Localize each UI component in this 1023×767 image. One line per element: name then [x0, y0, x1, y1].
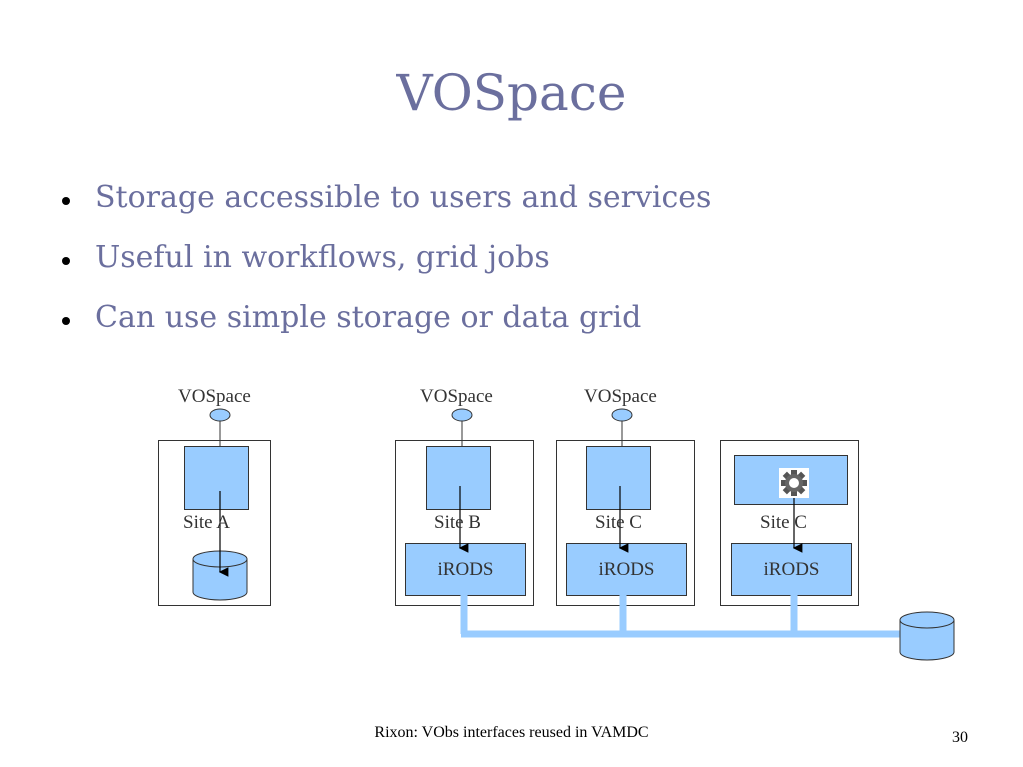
gear-icon: [779, 468, 809, 498]
site-label: Site C: [760, 512, 807, 533]
vospace-endpoint-icon: [209, 408, 231, 422]
bullet-text: Useful in workflows, grid jobs: [95, 240, 550, 275]
bullet-dot-icon: [62, 257, 70, 265]
page-number: 30: [952, 729, 968, 746]
site-b-service-box: [426, 446, 491, 510]
irods-box-c2: iRODS: [731, 543, 852, 596]
vospace-label: VOSpace: [584, 386, 657, 407]
slide-footer: Rixon: VObs interfaces reused in VAMDC: [374, 724, 649, 741]
grid-storage-icon: [899, 611, 955, 661]
data-grid-bus: [460, 594, 902, 638]
site-label: Site A: [183, 512, 230, 533]
bullet-text: Storage accessible to users and services: [95, 180, 712, 215]
bullet-item: Storage accessible to users and services: [58, 180, 711, 240]
bullet-list: Storage accessible to users and services…: [58, 180, 711, 360]
bullet-item: Useful in workflows, grid jobs: [58, 240, 711, 300]
bullet-dot-icon: [62, 197, 70, 205]
vospace-endpoint-icon: [611, 408, 633, 422]
site-c-service-box: [586, 446, 651, 510]
site-label: Site C: [595, 512, 642, 533]
bullet-text: Can use simple storage or data grid: [95, 300, 642, 335]
vospace-label: VOSpace: [178, 386, 251, 407]
site-a-service-box: [184, 446, 249, 510]
bullet-item: Can use simple storage or data grid: [58, 300, 711, 360]
vospace-endpoint-icon: [451, 408, 473, 422]
slide-title: VOSpace: [396, 64, 627, 122]
irods-box-b: iRODS: [405, 543, 526, 596]
site-label: Site B: [434, 512, 481, 533]
vospace-label: VOSpace: [420, 386, 493, 407]
bullet-dot-icon: [62, 317, 70, 325]
